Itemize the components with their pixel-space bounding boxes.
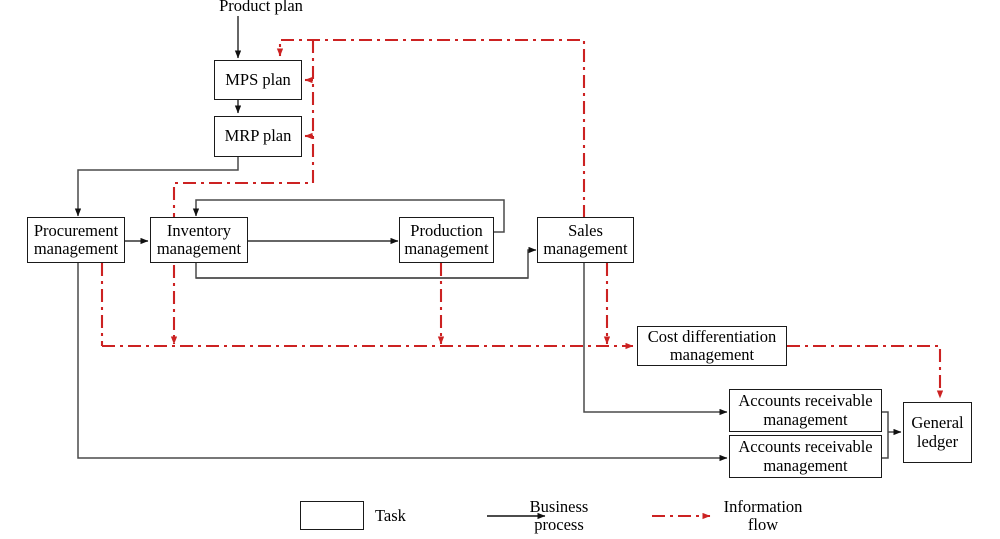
- legend-business-process-label: Business process: [529, 497, 589, 535]
- node-production-management[interactable]: Production management: [399, 217, 494, 263]
- node-label: MPS plan: [225, 69, 291, 89]
- legend-information-flow-label: Information flow: [723, 497, 803, 535]
- node-mrp-plan[interactable]: MRP plan: [214, 116, 302, 157]
- node-label: Accounts receivable management: [738, 391, 873, 429]
- node-general-ledger[interactable]: General ledger: [903, 402, 972, 463]
- node-label: Accounts receivable management: [738, 437, 873, 475]
- node-label: Procurement management: [33, 220, 119, 258]
- legend-task-label: Task: [375, 506, 406, 525]
- node-inventory-management[interactable]: Inventory management: [150, 217, 248, 263]
- node-label: Sales management: [543, 220, 628, 258]
- node-sales-management[interactable]: Sales management: [537, 217, 634, 263]
- page-title: Product plan: [219, 0, 303, 15]
- node-procurement-management[interactable]: Procurement management: [27, 217, 125, 263]
- node-label: Inventory management: [156, 220, 242, 258]
- node-accounts-receivable-management-1[interactable]: Accounts receivable management: [729, 389, 882, 432]
- node-label: General ledger: [911, 413, 964, 451]
- node-cost-differentiation-management[interactable]: Cost differentiation management: [637, 326, 787, 366]
- node-accounts-receivable-management-2[interactable]: Accounts receivable management: [729, 435, 882, 478]
- legend-task-swatch: [300, 501, 364, 530]
- node-label: Production management: [404, 220, 489, 258]
- node-label: MRP plan: [224, 126, 292, 146]
- node-label: Cost differentiation management: [647, 326, 777, 364]
- node-mps-plan[interactable]: MPS plan: [214, 60, 302, 100]
